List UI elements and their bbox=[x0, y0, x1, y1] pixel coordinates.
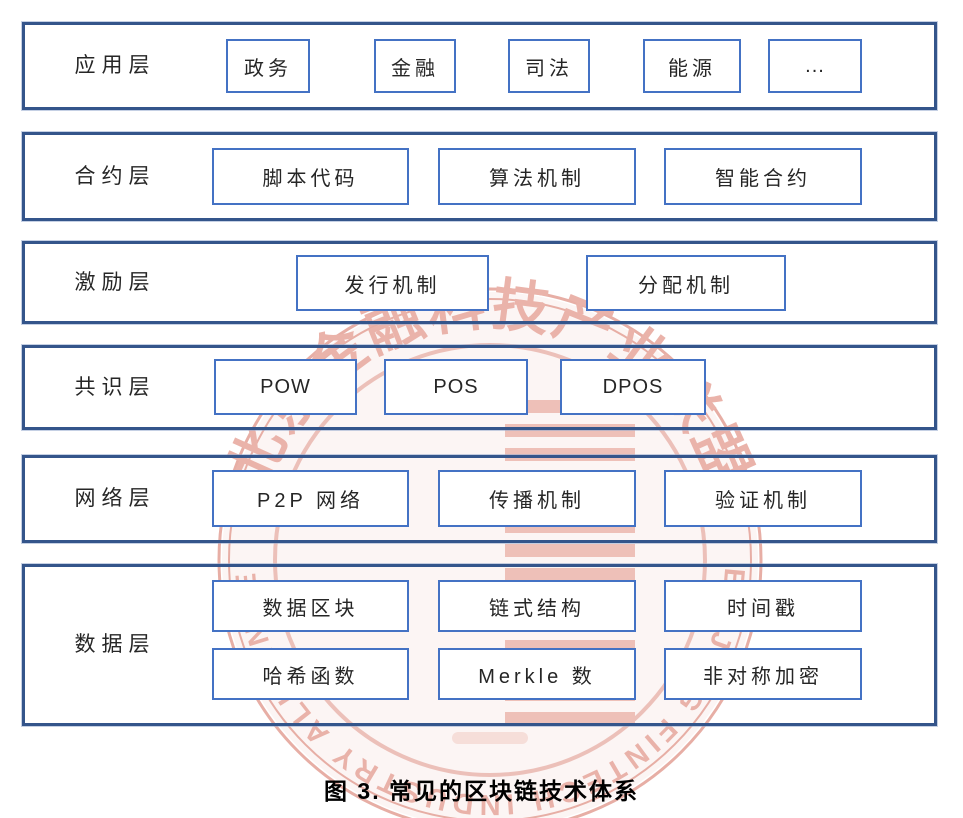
item-box-consensus-3: DPOS bbox=[560, 359, 706, 415]
item-box-network-3: 验证机制 bbox=[664, 470, 862, 527]
layer-label-consensus: 共识层 bbox=[74, 376, 156, 399]
item-box-network-1: P2P 网络 bbox=[212, 470, 409, 527]
layer-box-data bbox=[22, 564, 937, 726]
watermark-emblem-bar bbox=[505, 568, 635, 581]
layer-label-network: 网络层 bbox=[74, 487, 156, 510]
item-box-incentive-1: 发行机制 bbox=[296, 255, 489, 311]
item-box-application-2: 金融 bbox=[374, 39, 456, 93]
item-box-incentive-2: 分配机制 bbox=[586, 255, 786, 311]
layer-label-data: 数据层 bbox=[74, 633, 156, 656]
item-box-data-4: 哈希函数 bbox=[212, 648, 409, 700]
item-box-application-5: ... bbox=[768, 39, 862, 93]
item-box-consensus-2: POS bbox=[384, 359, 528, 415]
watermark-emblem-bar bbox=[505, 712, 635, 725]
item-box-network-2: 传播机制 bbox=[438, 470, 636, 527]
layer-box-contract bbox=[22, 132, 937, 221]
item-box-contract-1: 脚本代码 bbox=[212, 148, 409, 205]
item-box-data-1: 数据区块 bbox=[212, 580, 409, 632]
layer-box-incentive bbox=[22, 241, 937, 324]
layer-box-application bbox=[22, 22, 937, 110]
layer-label-incentive: 激励层 bbox=[74, 271, 156, 294]
item-box-data-6: 非对称加密 bbox=[664, 648, 862, 700]
item-box-application-1: 政务 bbox=[226, 39, 310, 93]
layer-label-contract: 合约层 bbox=[74, 165, 156, 188]
layer-label-application: 应用层 bbox=[74, 54, 156, 77]
item-box-application-3: 司法 bbox=[508, 39, 590, 93]
layer-box-consensus bbox=[22, 345, 937, 430]
watermark-outer-ring-2 bbox=[228, 298, 752, 818]
watermark-outer-ring bbox=[217, 287, 763, 818]
figure-caption: 图 3. 常见的区块链技术体系 bbox=[324, 778, 639, 804]
item-box-consensus-1: POW bbox=[214, 359, 357, 415]
item-box-application-4: 能源 bbox=[643, 39, 741, 93]
item-box-contract-3: 智能合约 bbox=[664, 148, 862, 205]
watermark-emblem-bar bbox=[505, 544, 635, 557]
item-box-data-5: Merkle 数 bbox=[438, 648, 636, 700]
item-box-contract-2: 算法机制 bbox=[438, 148, 636, 205]
layer-box-network bbox=[22, 455, 937, 543]
item-box-data-2: 链式结构 bbox=[438, 580, 636, 632]
item-box-data-3: 时间戳 bbox=[664, 580, 862, 632]
watermark-emblem-base bbox=[452, 732, 528, 744]
